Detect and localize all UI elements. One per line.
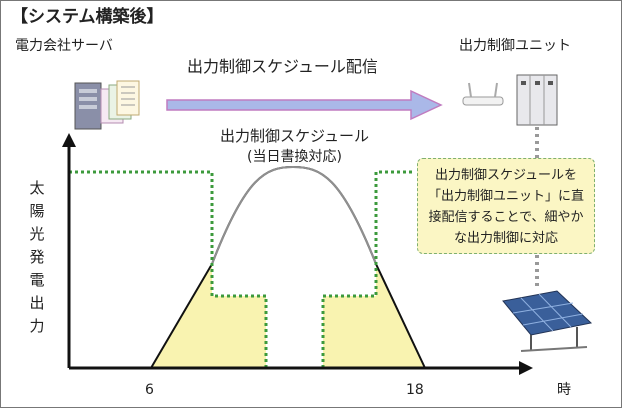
output-area [151, 264, 425, 368]
schedule-label: 出力制御スケジュール [220, 127, 369, 145]
server-label: 電力会社サーバ [15, 38, 113, 54]
x-tick-18: 18 [406, 382, 424, 398]
x-axis-label: 時 [557, 382, 571, 398]
x-tick-6: 6 [145, 382, 154, 398]
y-axis-label: 太陽光発電出力 [29, 179, 45, 335]
server-icon [74, 80, 140, 130]
page-title: 【システム構築後】 [11, 7, 164, 27]
control-unit-label: 出力制御ユニット [459, 38, 571, 54]
router-icon [462, 82, 504, 106]
axes [62, 133, 533, 375]
distribution-label: 出力制御スケジュール配信 [187, 57, 378, 76]
distribution-arrow [166, 89, 443, 121]
schedule-sublabel: (当日書換対応) [247, 149, 342, 165]
callout-box: 出力制御スケジュールを「出力制御ユニット」に直接配信することで、細やかな出力制御… [417, 158, 595, 254]
control-unit-icon [516, 74, 558, 126]
schedule-line [69, 170, 415, 368]
solar-panel-icon [502, 290, 593, 352]
